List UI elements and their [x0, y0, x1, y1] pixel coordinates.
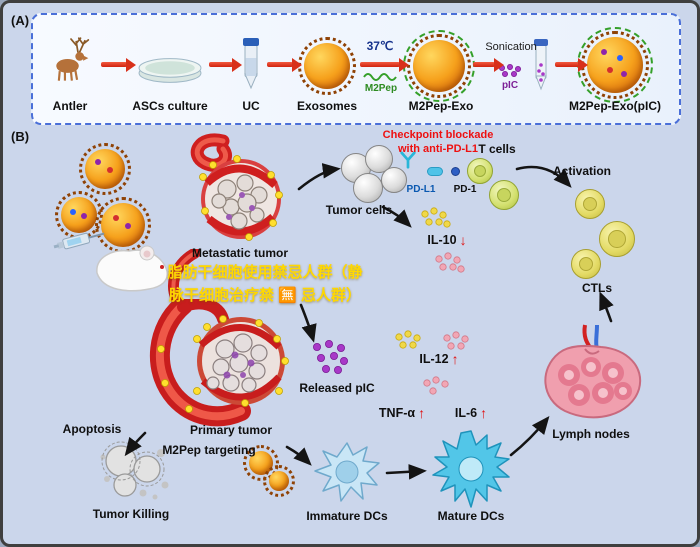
- centrifuge-tube-icon: [243, 38, 259, 90]
- label-released-pic: Released pIC: [299, 381, 375, 395]
- metastatic-tumor-illustration: [190, 133, 283, 241]
- mouse-icon: [96, 245, 173, 292]
- mature-dc-illustration: [432, 430, 510, 508]
- pd-l1-icon: [427, 167, 443, 176]
- label-m2pep-exo-pic: M2Pep-Exo(pIC): [568, 99, 661, 113]
- sonication-tube-icon: [534, 39, 548, 91]
- label-pd-1: PD-1: [453, 184, 477, 195]
- exosome-particle: [298, 37, 356, 95]
- primary-tumor-illustration: [149, 299, 289, 427]
- cytokine-tnf: TNF-α ↑: [369, 405, 435, 421]
- arrow-uc-to-exosomes: [267, 57, 302, 72]
- label-antler: Antler: [52, 99, 88, 113]
- tumor-cell-3: [353, 173, 383, 203]
- pd-1-icon: [451, 167, 460, 176]
- label-primary-tumor: Primary tumor: [189, 423, 273, 437]
- arrow-exosomes-to-m2pepexo: [360, 57, 409, 72]
- label-uc: UC: [242, 99, 260, 113]
- label-pic: pIC: [501, 80, 519, 91]
- cytokine-dots-pink-1: [435, 252, 465, 273]
- label-apoptosis: Apoptosis: [62, 422, 122, 436]
- lymph-nodes-illustration: [544, 324, 642, 419]
- label-mature-dcs: Mature DCs: [437, 509, 505, 523]
- arrow-ascs-to-uc: [209, 57, 242, 72]
- cytokine-il12-arrow: ↑: [451, 351, 459, 367]
- anti-pdl1-antibody-icon: [400, 151, 416, 169]
- arrow-m2pepexo-to-tube: [473, 57, 504, 72]
- label-metastatic-tumor: Metastatic tumor: [191, 246, 289, 260]
- label-t-cells: T cells: [478, 142, 516, 156]
- cytokine-il10-label: IL-10: [427, 233, 457, 247]
- targeting-exosome-2: [263, 465, 295, 497]
- immature-dc-illustration: [314, 442, 380, 502]
- label-activation: Activation: [552, 164, 611, 178]
- cytokine-il6-arrow: ↑: [480, 405, 488, 421]
- m2pep-exo-particle: [403, 30, 475, 102]
- checkpoint-line2: with anti-PD-L1: [397, 142, 479, 155]
- label-37c: 37℃: [366, 39, 394, 53]
- virus-particle-1: [79, 143, 131, 195]
- m2pep-exo-pic-particle: [577, 27, 653, 103]
- label-exosomes: Exosomes: [296, 99, 358, 113]
- cytokine-il10-arrow: ↓: [459, 232, 467, 248]
- ctl-cell-3: [571, 249, 601, 279]
- cytokine-il12: IL-12 ↑: [407, 351, 471, 367]
- cytokine-dots-pink-3: [423, 376, 449, 395]
- panel-a-tag: (A): [11, 13, 30, 28]
- targeting-exosome-1: [243, 445, 279, 481]
- label-m2pep: M2Pep: [364, 83, 398, 94]
- m2pep-peptide-icon: [363, 73, 397, 81]
- cytokine-il6-label: IL-6: [454, 406, 478, 420]
- label-ctls: CTLs: [582, 281, 612, 295]
- syringe-icon: [53, 232, 105, 250]
- petri-dish-icon: [138, 58, 202, 83]
- panel-b-tag: (B): [11, 129, 30, 144]
- label-tumor-cells: Tumor cells: [325, 203, 393, 217]
- arrow-tube-to-final: [555, 57, 588, 72]
- label-lymph-nodes: Lymph nodes: [552, 427, 630, 441]
- virus-particle-3: [95, 197, 151, 253]
- label-ascs-culture: ASCs culture: [132, 99, 208, 113]
- cytokine-il6: IL-6 ↑: [443, 405, 499, 421]
- checkpoint-blockade-label: Checkpoint blockade with anti-PD-L1: [377, 129, 499, 157]
- cytokine-dots-pink-2: [443, 331, 469, 350]
- tumor-killing-illustration: [100, 441, 169, 500]
- label-immature-dcs: Immature DCs: [306, 509, 388, 523]
- cytokine-tnf-arrow: ↑: [418, 405, 426, 421]
- cytokine-tnf-label: TNF-α: [378, 406, 416, 420]
- label-m2pep-targeting: M2Pep targeting: [162, 443, 256, 457]
- cytokine-il12-label: IL-12: [419, 352, 449, 366]
- watermark-text: 脂肪干细胞使用禁忌人群（静 脉干细胞治疗禁 🈚 忌人群）: [167, 264, 363, 305]
- released-pic-dots: [313, 340, 348, 374]
- t-cell-1: [467, 158, 493, 184]
- label-m2pep-exo: M2Pep-Exo: [408, 99, 474, 113]
- deer-antler-icon: [56, 37, 90, 81]
- label-sonication: Sonication: [485, 41, 537, 53]
- label-tumor-killing: Tumor Killing: [92, 507, 170, 521]
- cytokine-dots-yellow-2: [395, 330, 421, 349]
- label-pd-l1: PD-L1: [406, 184, 436, 195]
- ctl-cell-1: [575, 189, 605, 219]
- t-cell-2: [489, 180, 519, 210]
- cytokine-dots-yellow-1: [421, 207, 451, 228]
- tumor-cell-4: [381, 167, 407, 193]
- ctl-cell-2: [599, 221, 635, 257]
- arrow-antler-to-ascs: [101, 57, 136, 72]
- checkpoint-line1: Checkpoint blockade: [382, 129, 494, 141]
- cytokine-il10: IL-10 ↓: [415, 232, 479, 248]
